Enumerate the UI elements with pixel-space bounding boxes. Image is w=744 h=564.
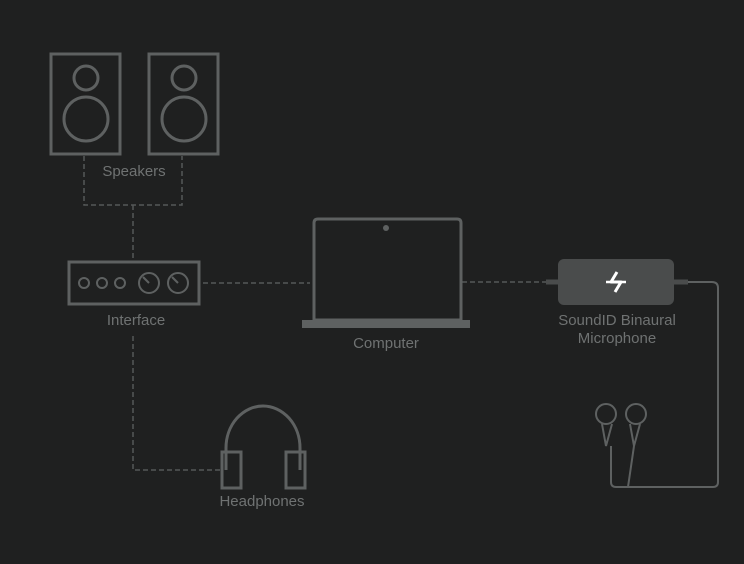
speaker-left-icon [49,52,122,156]
interface-headphones-connection [132,336,220,471]
speakers-connection [83,156,183,258]
interface-label: Interface [106,312,166,329]
speakers-label: Speakers [102,163,166,180]
connection-lines [83,156,546,471]
microphone-label-line2: Microphone [577,330,657,347]
laptop-icon [302,217,470,328]
soundid-logo-icon [606,271,626,293]
soundid-microphone-icon [546,259,688,305]
speaker-right-icon [147,52,220,156]
earbud-cable [610,281,719,488]
earbuds-icon [595,403,647,488]
headphones-icon [220,404,307,490]
microphone-label-line1: SoundID Binaural [558,312,676,329]
headphones-label: Headphones [219,493,305,510]
audio-interface-icon [67,260,201,306]
computer-label: Computer [353,335,419,352]
